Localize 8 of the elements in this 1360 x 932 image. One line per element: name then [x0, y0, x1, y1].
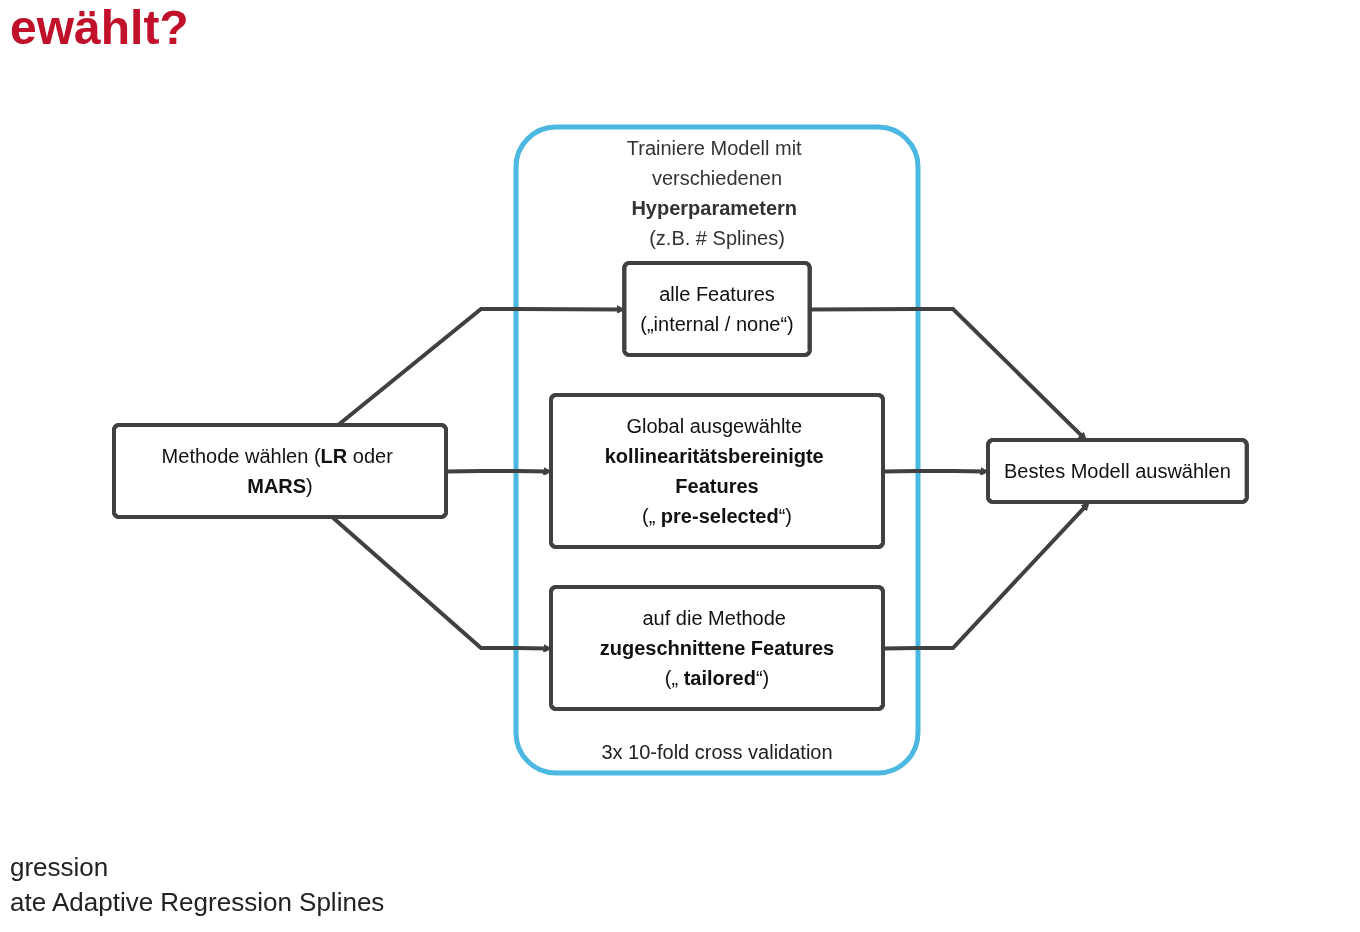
group-caption: 3x 10-fold cross validation — [601, 741, 833, 763]
note-text: gression — [10, 852, 110, 883]
arrow — [883, 502, 1090, 651]
note-text: ate Adaptive Regression Splines — [10, 887, 385, 918]
heading: ewählt? — [10, 0, 189, 55]
node-text: Methode wählen (LR oder MARS) — [161, 445, 393, 497]
node-text: auf die Methode zugeschnittene Features („ tailored“) — [599, 607, 834, 689]
node-text: Global ausgewählte kollinearitätsbereinigte Features („ pre-selected“) — [604, 415, 824, 527]
